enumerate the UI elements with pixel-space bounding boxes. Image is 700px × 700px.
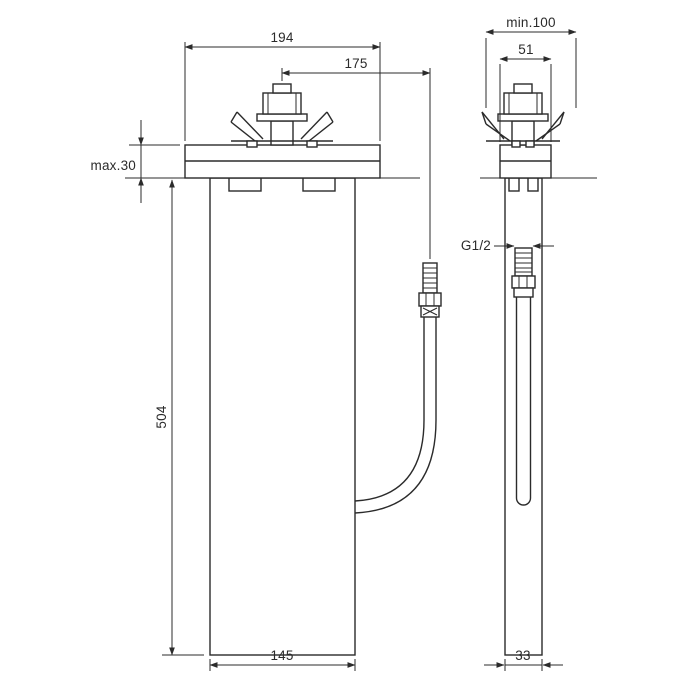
dim-label-175: 175	[344, 56, 367, 71]
dim-label-145: 145	[270, 648, 293, 663]
dim-label-504: 504	[154, 405, 169, 428]
hose-channel-slot	[515, 297, 532, 506]
valve-front	[256, 83, 308, 146]
body-front	[209, 177, 356, 656]
dimension-min-recess: min.100	[485, 15, 577, 108]
dimension-body-depth: 33	[484, 648, 563, 671]
dimension-thread-size: G1/2	[461, 238, 554, 253]
dim-label-min100: min.100	[506, 15, 555, 30]
dim-label-33: 33	[515, 648, 530, 663]
valve-side	[497, 83, 549, 146]
dimension-plate-protrusion: max.30	[91, 120, 180, 203]
flange-side	[499, 144, 552, 179]
dim-label-max30: max.30	[91, 158, 136, 173]
mounting-wings-front	[230, 111, 334, 148]
mounting-wings-side	[481, 111, 565, 148]
dim-label-51: 51	[518, 42, 533, 57]
dim-label-194: 194	[270, 30, 293, 45]
hose-connector-front	[418, 262, 442, 318]
flex-hose-front	[354, 317, 437, 514]
dimension-hose-offset: 175	[281, 56, 431, 259]
dim-label-g12: G1/2	[461, 238, 491, 253]
dimension-body-height: 504	[154, 179, 204, 656]
hose-connector-side	[511, 247, 536, 506]
dimension-body-width: 145	[209, 648, 356, 671]
side-view: min.100 51 G1/2 33	[461, 15, 597, 671]
dimension-housing-depth: 51	[499, 42, 552, 142]
flange-front	[184, 144, 381, 179]
dimension-flange-width: 194	[184, 30, 381, 141]
front-view: 194 175 max.30 504 145	[91, 30, 442, 671]
